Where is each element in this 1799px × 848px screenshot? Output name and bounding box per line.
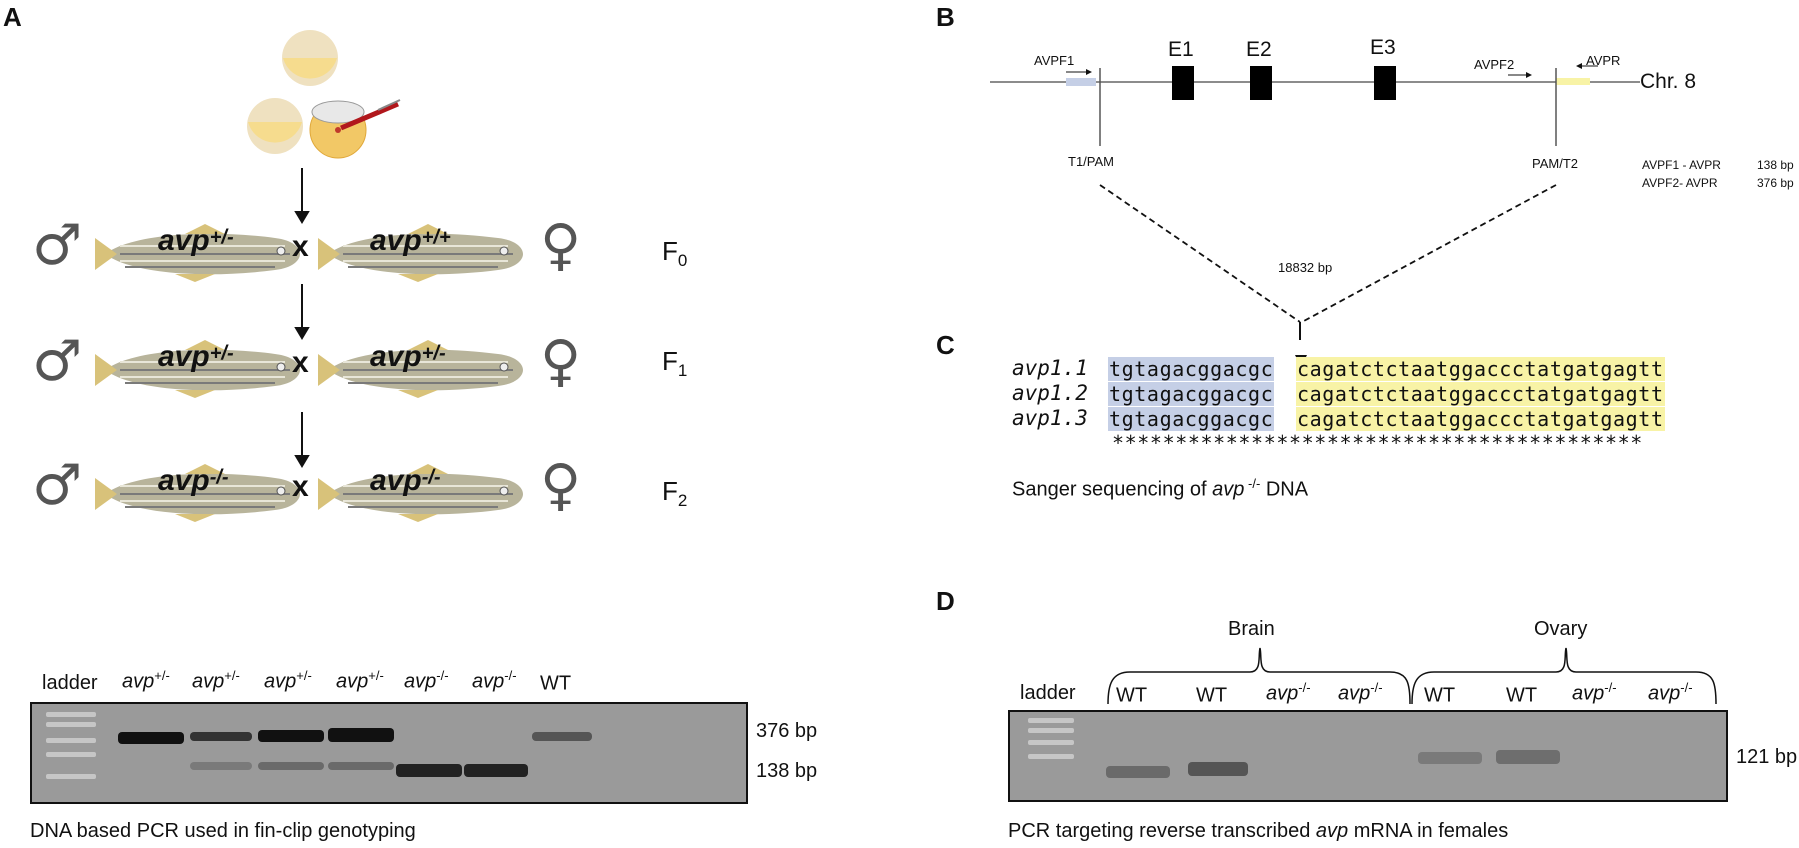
primer-avpr: AVPR	[1586, 53, 1621, 68]
gel-band	[1418, 752, 1482, 764]
gel-band	[1496, 750, 1560, 764]
gel-band	[328, 728, 394, 742]
f1-male-genotype: avp+/-	[158, 340, 234, 373]
exon-e3	[1374, 66, 1396, 100]
gel-d-lane-label: WT	[1196, 684, 1228, 707]
generation-label-f1: F1	[662, 346, 688, 381]
female-symbol-icon: ♀	[540, 213, 582, 278]
target-region-left	[1066, 78, 1096, 86]
f2-female-genotype: avp-/-	[370, 464, 441, 497]
generation-label-f0: F0	[662, 236, 688, 271]
chromosome-label: Chr. 8	[1640, 70, 1697, 93]
panel-letter-b: B	[936, 2, 955, 32]
cross-symbol: x	[292, 470, 309, 503]
exon-label-e1: E1	[1168, 38, 1194, 61]
gel-image-d	[1008, 710, 1728, 802]
cross-symbol: x	[292, 230, 309, 263]
gel-a-size-376: 376 bp	[756, 720, 818, 742]
panel-letter-c: C	[936, 330, 955, 360]
deletion-dash-left	[1099, 184, 1301, 323]
embryo-icon	[247, 98, 303, 154]
gel-d-lane-label: WT	[1506, 684, 1538, 707]
gel-d-size-121: 121 bp	[1736, 746, 1798, 768]
panel-d-caption: PCR targeting reverse transcribed avp mR…	[1008, 820, 1509, 842]
female-symbol-icon: ♀	[540, 329, 582, 394]
gel-d-lane-label: WT	[1424, 684, 1456, 707]
exon-e2	[1250, 66, 1272, 100]
breeding-scheme-figure	[94, 30, 524, 523]
cross-symbol: x	[292, 346, 309, 379]
group-label-brain: Brain	[1228, 618, 1275, 640]
f0-male-genotype: avp+/-	[158, 224, 234, 257]
gel-band	[118, 732, 184, 744]
gel-a-lane-label: avp+/-	[192, 668, 240, 693]
gel-a-ladder-label: ladder	[42, 672, 98, 694]
f0-female-genotype: avp+/+	[370, 224, 451, 257]
gel-band	[190, 732, 252, 741]
gene-map-diagram	[990, 63, 1640, 340]
f1-female-genotype: avp+/-	[370, 340, 446, 373]
injection-needle-icon	[340, 99, 401, 131]
exon-label-e2: E2	[1246, 38, 1272, 61]
primer-avpf2: AVPF2	[1474, 57, 1515, 72]
panel-a-caption: DNA based PCR used in fin-clip genotypin…	[30, 820, 416, 842]
male-symbol-icon: ♂	[32, 453, 83, 518]
target-label-t2: PAM/T2	[1532, 156, 1578, 171]
exon-e1	[1172, 66, 1194, 100]
deletion-dash-right	[1301, 184, 1557, 323]
target-region-right	[1556, 78, 1590, 85]
gel-band	[464, 764, 528, 777]
gel-d-lane-label: avp-/-	[1266, 680, 1311, 705]
gel-a-lane-label: avp+/-	[336, 668, 384, 693]
gel-d-lane-label: avp-/-	[1648, 680, 1693, 705]
gel-a-lane-label: WT	[540, 672, 572, 695]
gel-d-lane-label: avp-/-	[1572, 680, 1617, 705]
gel-d-lane-label: avp-/-	[1338, 680, 1383, 705]
injected-embryo-icon	[309, 100, 367, 159]
gel-d-ladder-label: ladder	[1020, 682, 1076, 704]
gel-d-lane-label: WT	[1116, 684, 1148, 707]
target-label-t1: T1/PAM	[1068, 154, 1114, 169]
gel-band	[190, 762, 252, 770]
gel-a-lane-label: avp+/-	[264, 668, 312, 693]
f2-male-genotype: avp-/-	[158, 464, 229, 497]
male-symbol-icon: ♂	[32, 329, 83, 394]
gel-band	[258, 762, 324, 770]
panel-letter-a: A	[3, 2, 22, 32]
primer-avpf1: AVPF1	[1034, 53, 1075, 68]
exon-label-e3: E3	[1370, 36, 1396, 59]
gel-band	[328, 762, 394, 770]
gel-a-lane-label: avp+/-	[122, 668, 170, 693]
gel-band	[396, 764, 462, 777]
gel-band	[532, 732, 592, 741]
generation-label-f2: F2	[662, 476, 688, 511]
panel-c-caption: Sanger sequencing of avp -/- DNA	[1012, 476, 1309, 501]
embryo-icon	[282, 30, 338, 86]
gel-band	[258, 730, 324, 742]
gel-a-lane-label: avp-/-	[472, 668, 517, 693]
generation-arrows	[294, 168, 310, 468]
female-symbol-icon: ♀	[540, 453, 582, 518]
group-label-ovary: Ovary	[1534, 618, 1588, 640]
male-symbol-icon: ♂	[32, 213, 83, 278]
gel-image-a	[30, 702, 748, 804]
panel-letter-d: D	[936, 586, 955, 616]
deletion-size-label: 18832 bp	[1278, 260, 1333, 275]
gel-a-lane-label: avp-/-	[404, 668, 449, 693]
gel-a-size-138: 138 bp	[756, 760, 818, 782]
gel-band	[1188, 762, 1248, 776]
group-braces	[1107, 647, 1717, 705]
gel-band	[1106, 766, 1170, 778]
